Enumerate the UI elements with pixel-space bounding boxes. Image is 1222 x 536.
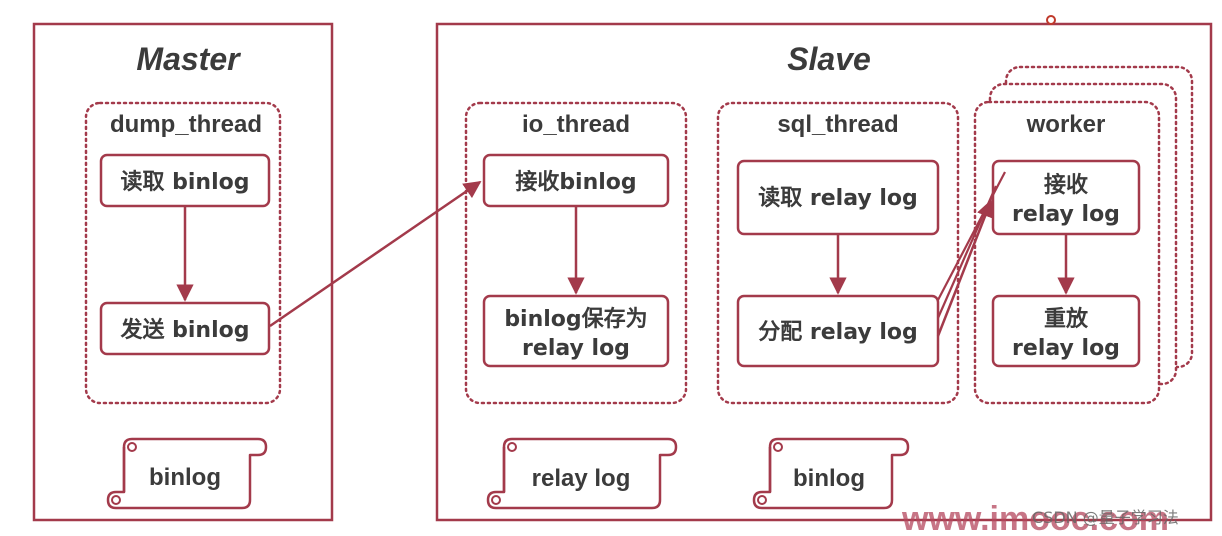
read-binlog-box	[99, 153, 271, 208]
io-thread-label: io_thread	[522, 111, 630, 138]
relay-log-label: relay log	[532, 465, 631, 492]
sql-thread-label: sql_thread	[777, 111, 898, 138]
worker-group: worker 接收 relay log 重放 relay log	[973, 100, 1161, 405]
sql-thread-group: sql_thread 读取 relay log 分配 relay log	[716, 101, 960, 405]
worker-replay-line2: relay log	[1012, 336, 1120, 361]
dump-thread-group: dump_thread 读取 binlog 发送 binlog	[84, 101, 282, 405]
watermark-site: www.imooc.com	[901, 500, 1169, 536]
slave-binlog-label: binlog	[793, 465, 865, 492]
worker-receive-line2: relay log	[1012, 202, 1120, 227]
save-relay-log-line1: binlog保存为	[504, 306, 647, 332]
slave-panel: Slave io_thread 接收binlog binlog保存为 relay…	[435, 15, 1213, 522]
watermark-credit: CSDN @量子学习法	[1032, 508, 1179, 527]
read-relay-log-label: 读取 relay log	[758, 186, 918, 211]
master-title: Master	[136, 41, 241, 77]
dispatch-relay-log-label: 分配 relay log	[758, 320, 918, 345]
relay-log-scroll: relay log	[486, 437, 678, 510]
worker-replay-line1: 重放	[1044, 306, 1089, 332]
read-relay-log-box	[736, 159, 940, 236]
master-binlog-label: binlog	[149, 464, 221, 491]
dump-thread-label: dump_thread	[110, 111, 262, 138]
save-relay-log-line2: relay log	[522, 336, 630, 361]
slave-binlog-scroll: binlog	[752, 437, 910, 510]
worker-receive-box	[991, 159, 1141, 236]
io-thread-group: io_thread 接收binlog binlog保存为 relay log	[464, 101, 688, 405]
worker-replay-box	[991, 294, 1141, 368]
receive-binlog-box	[482, 153, 670, 208]
worker-label: worker	[1026, 111, 1106, 138]
read-binlog-label: 读取 binlog	[120, 170, 249, 195]
cursor-dot	[1046, 15, 1056, 25]
master-panel: Master dump_thread 读取 binlog 发送 binlog b…	[32, 22, 334, 522]
worker-receive-line1: 接收	[1044, 172, 1088, 198]
receive-binlog-label: 接收binlog	[515, 169, 636, 195]
send-binlog-box	[99, 301, 271, 356]
send-binlog-label: 发送 binlog	[119, 317, 249, 343]
master-to-io-arrow	[269, 180, 482, 328]
save-relay-log-box	[482, 294, 670, 368]
dispatch-relay-log-box	[736, 294, 940, 368]
slave-title: Slave	[787, 41, 871, 77]
master-binlog-scroll: binlog	[106, 437, 268, 510]
dispatch-arrow	[936, 199, 994, 337]
